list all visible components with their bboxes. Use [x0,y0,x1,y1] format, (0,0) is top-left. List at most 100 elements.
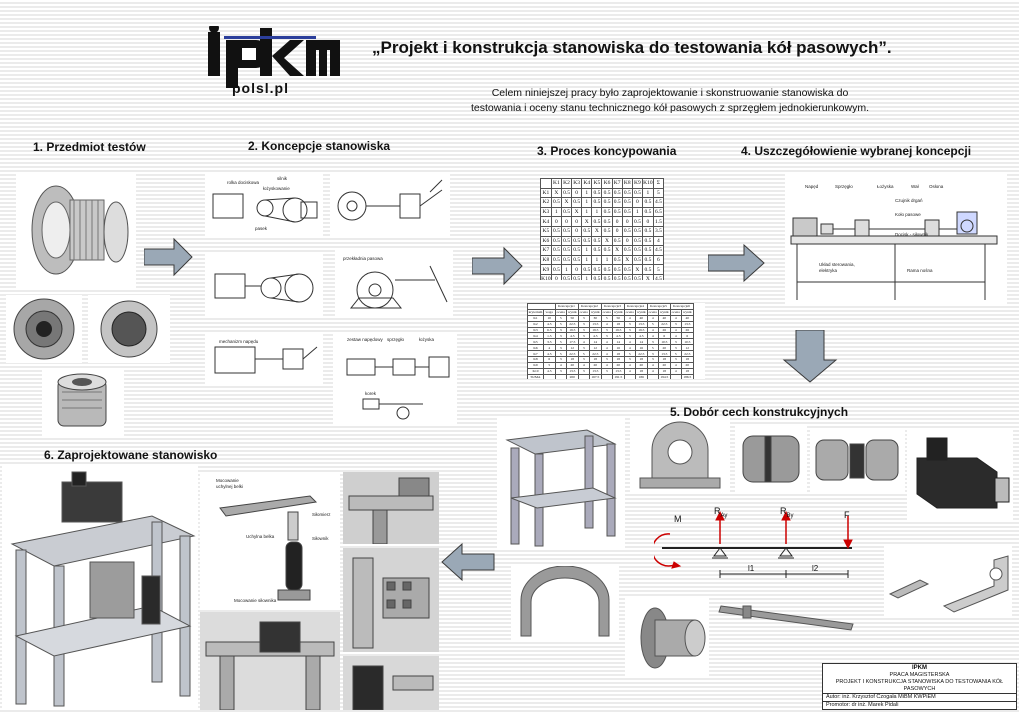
concept-label: silnik [277,176,288,181]
table-cell: 0.5 [550,225,562,237]
logo-subtext: polsl.pl [232,80,289,96]
table-cell: 0.5 [601,187,613,199]
table-cell: 0.5 [601,197,613,208]
table-cell: 0.5 [591,197,603,208]
cad-label: Mocowanie siłownika [234,598,277,603]
table-cell: 0.5 [631,245,643,256]
table-cell: 167.5 [589,373,602,379]
table-cell: K3 [571,178,583,189]
table-cell: 0 [621,216,633,227]
table-cell: X [601,235,613,247]
detail-render-4 [343,656,439,710]
tilting-beam-render: Mocowanie uchylnej belki Uchylna belka S… [200,472,340,610]
table-cell: 0.5 [581,235,593,247]
info-promoter: Promotor: dr inż. Marek Pidali [823,701,1016,709]
table-cell: 0.5 [641,254,654,266]
section-6-title: 6. Zaprojektowane stanowisko [44,448,218,462]
table-cell [669,373,682,379]
table-cell: 1 [550,206,562,218]
concept-label: mechanizm napędu [219,339,259,344]
table-cell: 0 [571,216,583,227]
beam-ra-label: RAy [714,506,728,519]
detail-label-wal: Wał [911,184,919,189]
section-4-title: 4. Uszczegółowienie wybranej koncepcji [741,144,972,158]
detail-render-2 [343,548,439,652]
section-5-title: 5. Dobór cech konstrukcyjnych [670,405,849,419]
final-stand-render [2,466,198,710]
table-cell: 0.5 [560,254,573,266]
detailed-concept-drawing: Napęd Sprzęgło Łożyska Wał Osłona Czujni… [785,172,1007,304]
table-cell: 0.5 [601,245,613,256]
arrow-right-icon [708,243,766,283]
table-cell: 0.5 [621,197,633,208]
table-cell: 1 [581,197,593,208]
table-cell: 0.5 [601,264,613,275]
table-cell: 0.5 [621,206,633,218]
table-cell: 0.5 [591,273,603,280]
table-cell: 0.5 [621,225,633,237]
coupling-image-1 [735,424,807,494]
table-cell: K9 [540,264,552,275]
cad-label: Siłownik [312,536,329,541]
section-2-title: 2. Koncepcje stanowiska [248,139,391,153]
table-cell: K5 [540,225,552,237]
table-cell: 0.5 [560,273,573,280]
beam-l1-label: l1 [748,564,755,573]
table-cell: 0.5 [621,245,633,256]
abstract-line-2: testowania i oceny stanu technicznego kó… [470,102,870,114]
beam-l2-label: l2 [812,564,819,573]
table-cell: 0 [611,216,623,227]
table-cell: 0.5 [601,216,613,227]
concept-label: rolka dociskowa [227,180,260,185]
table-cell: K1 [550,178,562,189]
table-cell: 0.5 [621,187,633,199]
table-cell: 0 [641,216,654,227]
poster-title: „Projekt i konstrukcja stanowiska do tes… [372,38,892,57]
table-cell: 0.5 [550,245,562,256]
abstract-line-1: Celem niniejszej pracy było zaprojektowa… [491,87,849,99]
concept-sketch-6: zestaw napędowy sprzęgło łożyska korek [333,333,457,425]
table-cell: 186 [635,373,648,379]
table-cell: 0 [550,216,562,227]
table-cell: K6 [601,178,613,189]
table-cell: K5 [591,178,603,189]
table-cell: 0.5 [611,187,623,199]
cad-label: Uchylna belka [246,534,275,539]
arrow-left-icon [440,542,496,582]
table-cell: 0.5 [571,245,583,256]
table-cell: 1 [631,206,643,218]
table-cell: 191.5 [612,373,625,379]
table-cell: 5 [652,264,664,275]
cad-label: Mocowanie [216,478,239,483]
table-cell: 0.5 [631,216,643,227]
detail-label-oslona: Osłona [929,184,944,189]
detail-label-lozyska: Łożyska [877,184,894,189]
coupling-image-2 [810,428,905,494]
table-cell: SUMA [527,373,544,379]
table-cell: 0.5 [591,235,603,247]
beam-rb-label: RBy [780,506,794,519]
table-cell: 0.5 [560,245,573,256]
section-3-title: 3. Proces koncypowania [537,144,677,158]
table-cell [543,373,556,379]
table-cell: K3 [540,206,552,218]
concept-sketch-1: rolka dociskowa silnik łożyskowanie pase… [205,172,323,236]
table-cell: 0.5 [601,225,613,237]
table-cell: K6 [540,235,552,247]
table-cell: 186.5 [681,373,694,379]
table-cell: X [621,254,633,266]
table-cell: 0 [631,197,643,208]
table-cell: 1 [591,206,603,218]
table-cell: X [631,264,643,275]
pulley-assembly-image [16,172,136,290]
pulley-cad-image [625,598,709,678]
table-cell: 1.5 [652,216,664,227]
concept-label: sprzęgło [387,337,405,342]
table-cell: 1 [641,187,654,199]
table-cell: K9 [631,178,643,189]
